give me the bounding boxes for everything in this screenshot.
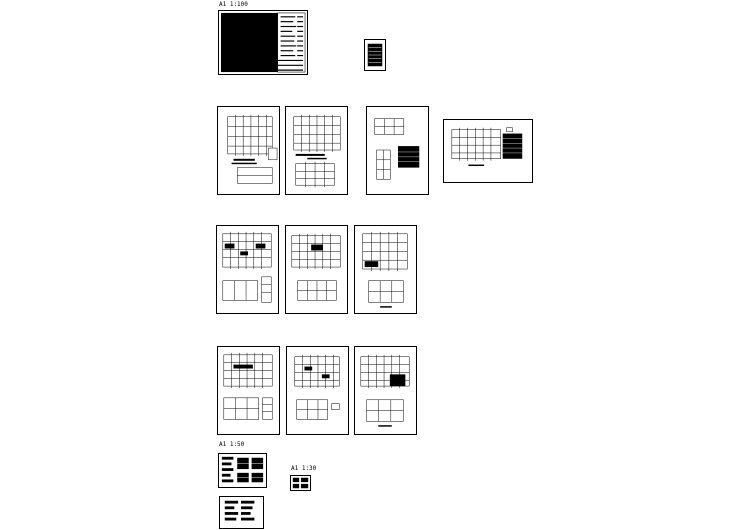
drawing-sheet-row4-2[interactable] — [286, 346, 349, 435]
cover-sheet[interactable] — [218, 10, 308, 75]
detail-sheet-1-30[interactable] — [290, 475, 311, 491]
drawing-sheet-row3-2[interactable] — [285, 225, 348, 314]
drawing-sheet-row3-1[interactable] — [216, 225, 279, 314]
drawing-sheet-row2-2[interactable] — [285, 106, 348, 195]
scale-label-a1-1-50: A1 1:50 — [219, 441, 245, 448]
detail-sheet-1-50-a[interactable] — [218, 453, 267, 488]
scale-label-a1-1-30: A1 1:30 — [291, 465, 317, 472]
drawing-sheet-row3-3[interactable] — [354, 225, 417, 314]
drawing-sheet-row4-1[interactable] — [217, 346, 280, 435]
drawing-sheet-row4-3[interactable] — [354, 346, 417, 435]
detail-sheet-1-50-b[interactable] — [219, 496, 264, 529]
drawing-sheet-row2-3[interactable] — [366, 106, 429, 195]
drawing-sheet-row2-4[interactable] — [443, 119, 533, 183]
scale-label-a1-1-100: A1 1:100 — [219, 1, 248, 8]
index-sheet[interactable] — [364, 39, 386, 71]
drawing-sheet-row2-1[interactable] — [217, 106, 280, 195]
